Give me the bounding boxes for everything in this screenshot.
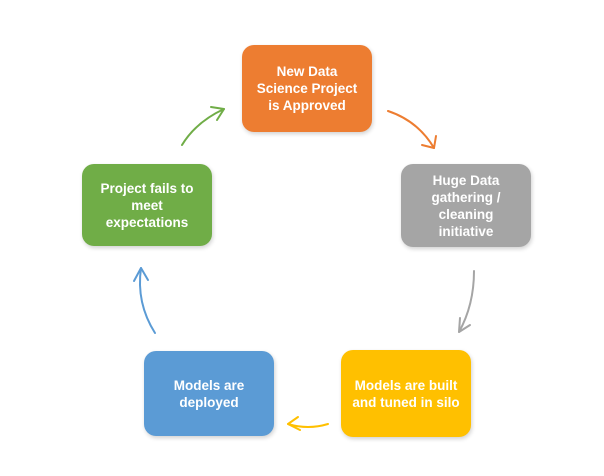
node-label: Models are built and tuned in silo <box>352 377 460 410</box>
node-label: Project fails to meet expectations <box>100 180 194 230</box>
node-label: Models are deployed <box>173 377 245 410</box>
arrow-approved-to-gathering <box>387 110 437 149</box>
arrow-gathering-to-built <box>458 270 475 333</box>
arrow-deployed-to-fails <box>133 267 156 334</box>
node-project-approved: New Data Science Project is Approved <box>242 45 372 132</box>
node-models-deployed: Models are deployed <box>144 351 274 436</box>
node-label: New Data Science Project is Approved <box>256 64 358 113</box>
arrow-fails-to-approved <box>181 106 225 146</box>
node-label: Huge Data gathering / cleaning initiativ… <box>431 172 501 239</box>
node-project-fails: Project fails to meet expectations <box>82 164 212 246</box>
node-data-gathering: Huge Data gathering / cleaning initiativ… <box>401 164 531 247</box>
node-models-built: Models are built and tuned in silo <box>341 350 471 437</box>
arrow-built-to-deployed <box>287 416 329 431</box>
